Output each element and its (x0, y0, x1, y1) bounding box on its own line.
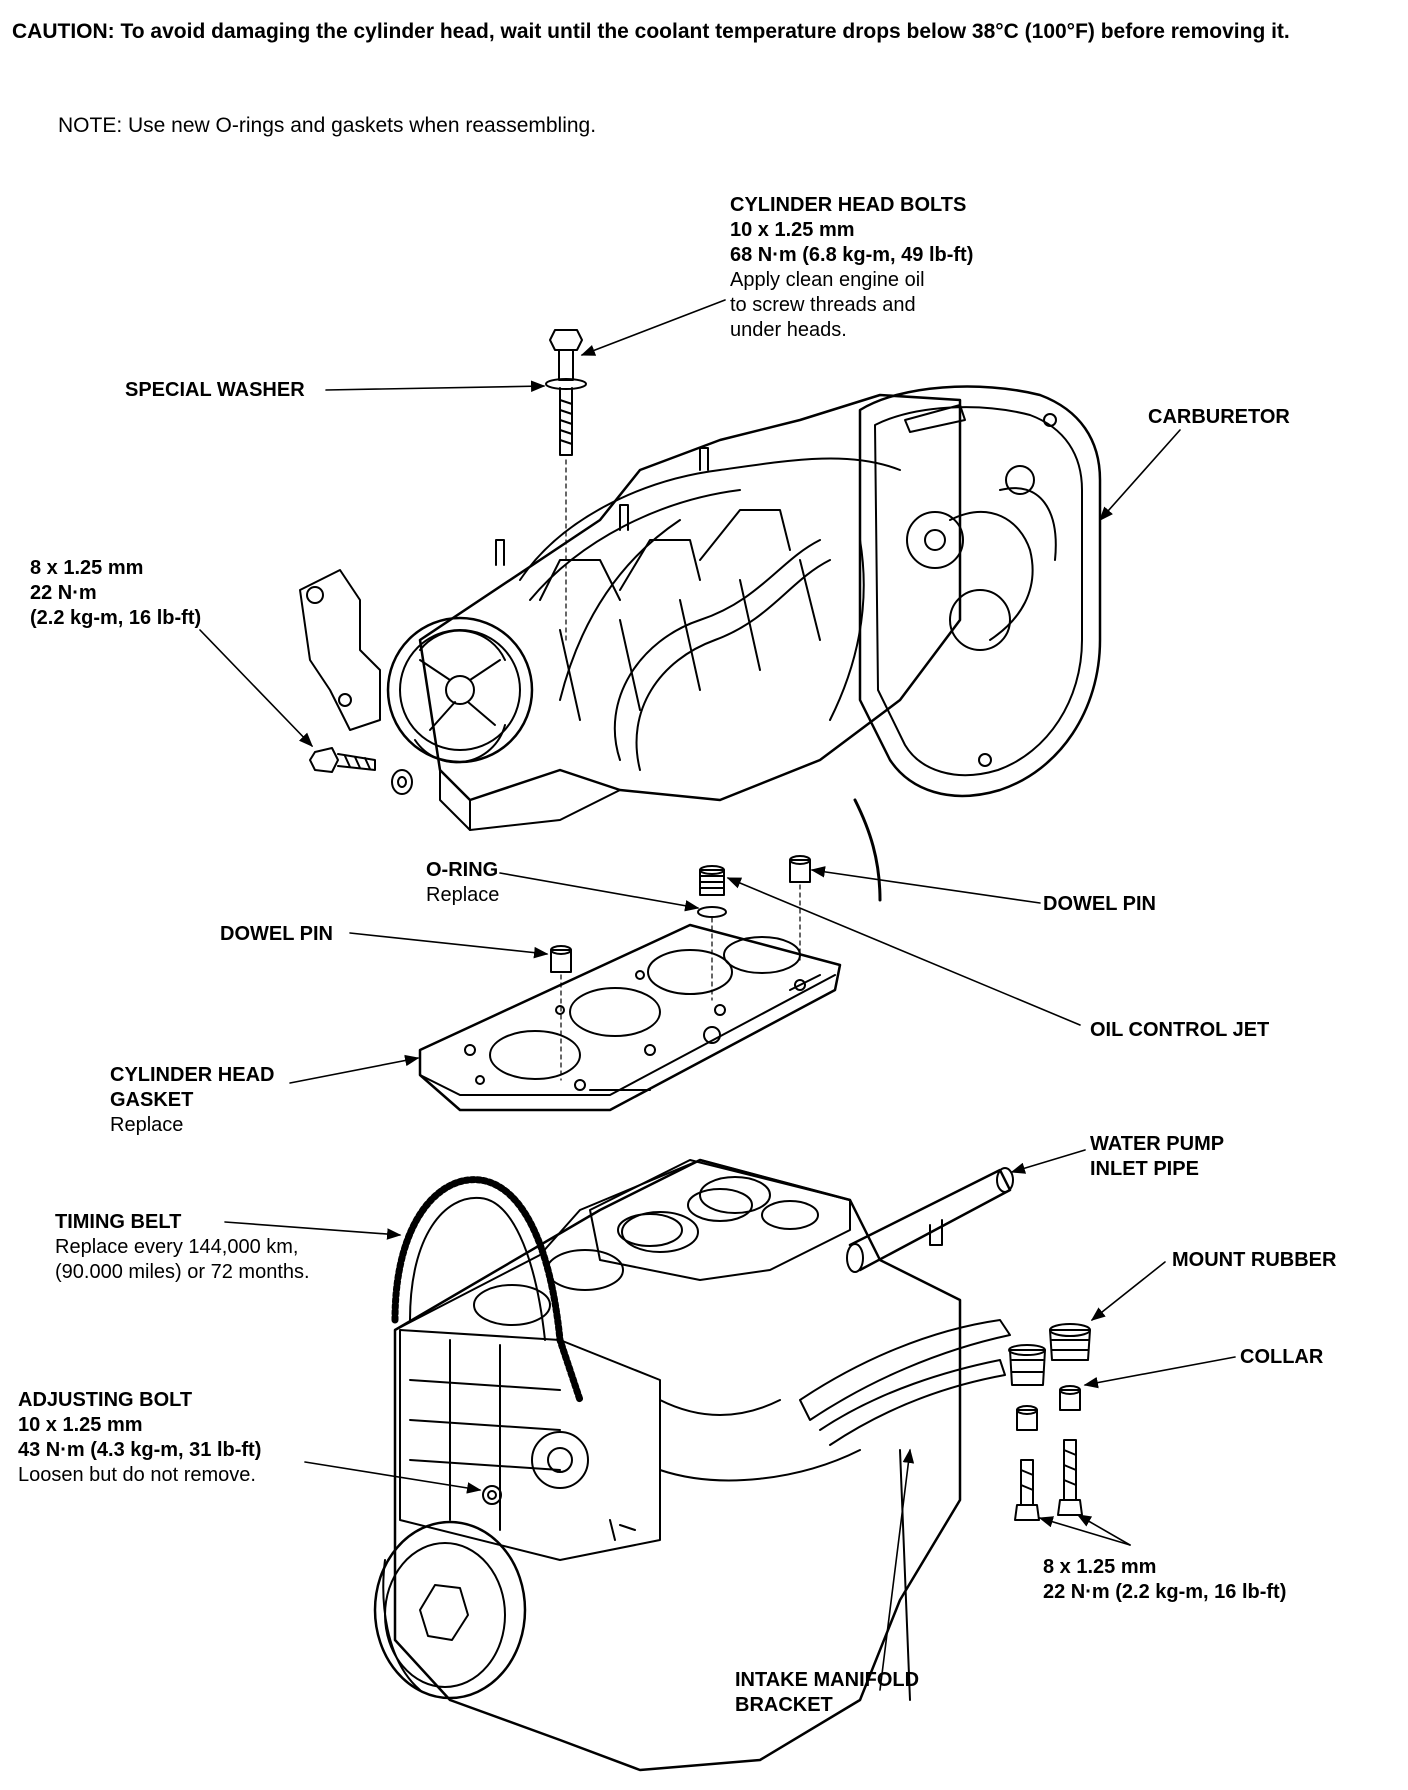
adjusting-bolt-shape (482, 1485, 502, 1505)
timing-belt-note-1: Replace every 144,000 km, (55, 1236, 299, 1258)
cylinder-head-bolts-size: 10 x 1.25 mm (730, 219, 855, 241)
label-water-pump-inlet-pipe: WATER PUMP INLET PIPE (1090, 1132, 1224, 1182)
special-washer (545, 378, 587, 390)
adjusting-bolt-torque: 43 N·m (4.3 kg-m, 31 lb-ft) (18, 1439, 262, 1461)
label-dowel-pin-right: DOWEL PIN (1043, 893, 1156, 915)
cylinder-head-bolts-note-3: under heads. (730, 319, 847, 341)
gasket-note: Replace (110, 1114, 184, 1136)
label-collar: COLLAR (1240, 1346, 1324, 1368)
oil-control-jet (699, 865, 725, 896)
intake-bracket-title-1: INTAKE MANIFOLD (735, 1669, 920, 1691)
label-bracket-bolt: 8 x 1.25 mm 22 N·m (2.2 kg-m, 16 lb-ft) (30, 556, 201, 631)
bracket-bolt (309, 747, 413, 795)
timing-belt-note-2: (90.000 miles) or 72 months. (55, 1261, 310, 1283)
cylinder-head-bolts-note-1: Apply clean engine oil (730, 269, 925, 291)
caution-body: To avoid damaging the cylinder head, wai… (120, 20, 1290, 43)
bracket-bolt-torque: 22 N·m (30, 582, 97, 604)
gasket-title-1: CYLINDER HEAD (110, 1064, 275, 1086)
cylinder-head-gasket (418, 923, 842, 1112)
adjusting-bolt-size: 10 x 1.25 mm (18, 1414, 143, 1436)
cylinder-head-bolts-note-2: to screw threads and (730, 294, 916, 316)
mount-hardware (1008, 1323, 1091, 1521)
bracket-bolt-torque-alt: (2.2 kg-m, 16 lb-ft) (30, 607, 202, 629)
adjusting-bolt-note: Loosen but do not remove. (18, 1464, 256, 1486)
crank-pulley (373, 1520, 527, 1700)
intake-bracket-title-2: BRACKET (735, 1694, 833, 1716)
intake-bracket-shape (799, 1319, 1011, 1421)
water-pump-title-2: INLET PIPE (1090, 1158, 1199, 1180)
label-mount-bolt: 8 x 1.25 mm 22 N·m (2.2 kg-m, 16 lb-ft) (1043, 1555, 1286, 1605)
o-ring-note: Replace (426, 884, 500, 906)
bracket-bolt-size: 8 x 1.25 mm (30, 557, 144, 579)
label-special-washer: SPECIAL WASHER (125, 379, 305, 401)
cylinder-head-bolts-title: CYLINDER HEAD BOLTS (730, 194, 967, 216)
engine-block (373, 1158, 1014, 1772)
label-cylinder-head-gasket: CYLINDER HEAD GASKET Replace (110, 1063, 274, 1138)
adjusting-bolt-title: ADJUSTING BOLT (18, 1389, 193, 1411)
mount-bolt-torque: 22 N·m (2.2 kg-m, 16 lb-ft) (1043, 1581, 1287, 1603)
caution-prefix: CAUTION: (12, 20, 115, 43)
dowel-pin-left-shape (550, 945, 572, 1081)
label-adjusting-bolt: ADJUSTING BOLT 10 x 1.25 mm 43 N·m (4.3 … (18, 1388, 261, 1488)
water-pump-title-1: WATER PUMP (1090, 1133, 1225, 1155)
note-text: NOTE: Use new O-rings and gaskets when r… (58, 114, 597, 137)
o-ring (697, 906, 727, 918)
leader-lines (199, 299, 1236, 1691)
o-ring-title: O-RING (426, 859, 499, 881)
water-pump-pipe-shape (848, 1168, 1012, 1272)
gasket-title-2: GASKET (110, 1089, 194, 1111)
label-timing-belt: TIMING BELT Replace every 144,000 km, (9… (55, 1210, 310, 1285)
cylinder-head-bolts-torque: 68 N·m (6.8 kg-m, 49 lb-ft) (730, 244, 974, 266)
timing-belt-title: TIMING BELT (55, 1211, 182, 1233)
carburetor-body (858, 385, 1102, 798)
timing-belt-shape (391, 1176, 584, 1404)
cylinder-head-bolt (545, 329, 587, 641)
label-intake-manifold-bracket: INTAKE MANIFOLD BRACKET (735, 1668, 919, 1718)
cylinder-head-assembly (299, 385, 1102, 902)
label-o-ring: O-RING Replace (426, 858, 499, 908)
dowel-pin-right-shape (789, 855, 811, 961)
label-carburetor: CARBURETOR (1148, 406, 1290, 428)
cam-pulley-outline (386, 616, 534, 764)
mount-bolt-size: 8 x 1.25 mm (1043, 1556, 1157, 1578)
label-mount-rubber: MOUNT RUBBER (1172, 1249, 1337, 1271)
label-oil-control-jet: OIL CONTROL JET (1090, 1019, 1270, 1041)
label-cylinder-head-bolts: CYLINDER HEAD BOLTS 10 x 1.25 mm 68 N·m … (730, 193, 973, 343)
caution-text: CAUTION: To avoid damaging the cylinder … (12, 18, 1392, 46)
label-dowel-pin-left: DOWEL PIN (220, 923, 333, 945)
